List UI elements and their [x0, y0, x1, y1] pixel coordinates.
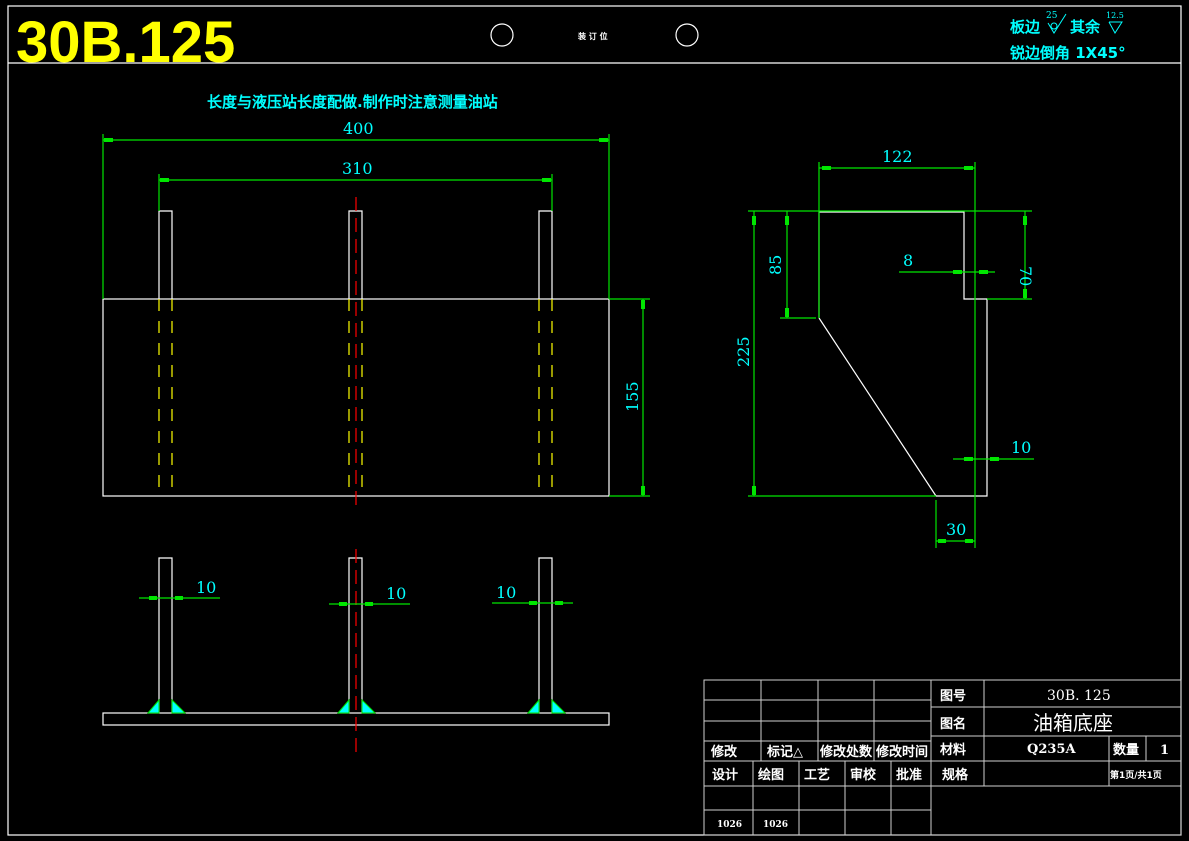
- arrow-icon: [529, 601, 537, 605]
- arrow-icon: [641, 486, 645, 495]
- arrow-icon: [542, 178, 551, 182]
- arrow-icon: [965, 539, 973, 543]
- title-block: [703, 679, 1182, 836]
- roughness-symbol-edge-icon: [1047, 13, 1067, 34]
- weld-symbol-icon: [551, 698, 567, 714]
- binding-hole-left: [490, 23, 514, 47]
- arrow-icon: [938, 539, 946, 543]
- arrow-icon: [785, 216, 789, 225]
- drawing-no: 30B. 125: [1047, 688, 1111, 704]
- arrow-icon: [1023, 289, 1027, 298]
- arrow-icon: [964, 166, 973, 170]
- drawing-number-large: 30B.125: [16, 10, 235, 75]
- arrow-icon: [175, 596, 183, 600]
- arrow-icon: [785, 308, 789, 317]
- header-rev-count: 修改处数: [819, 744, 873, 760]
- arrow-icon: [599, 138, 608, 142]
- surface-note-rest: 其余: [1070, 18, 1101, 36]
- arrow-icon: [1023, 216, 1027, 225]
- arrow-icon: [641, 300, 645, 309]
- quantity: 1: [1160, 743, 1169, 758]
- date-design: 1026: [717, 820, 742, 830]
- weld-symbol-icon: [361, 698, 377, 714]
- arrow-icon: [752, 486, 756, 495]
- arrow-icon: [365, 602, 373, 606]
- dim-10-right: 10: [496, 583, 516, 602]
- dim-310: 310: [342, 159, 373, 178]
- weld-symbol-icon: [336, 698, 350, 714]
- material: Q235A: [1027, 742, 1076, 757]
- dim-225: 225: [734, 336, 753, 367]
- label-quantity: 数量: [1113, 742, 1139, 758]
- dim-122: 122: [882, 147, 913, 166]
- dim-8: 8: [903, 251, 913, 270]
- side-view: 122 225 85 8 70 10: [734, 147, 1035, 548]
- front-view: 400 310 155: [102, 119, 650, 512]
- label-drawing-name: 图名: [940, 716, 966, 732]
- arrow-icon: [964, 457, 973, 461]
- roughness-symbol-rest-icon: [1108, 21, 1123, 34]
- sheet-border: [7, 5, 1182, 836]
- label-drawing-no: 图号: [940, 689, 966, 704]
- arrow-icon: [160, 178, 169, 182]
- dim-85: 85: [766, 255, 785, 275]
- dim-10-side: 10: [1011, 438, 1031, 457]
- arrow-icon: [339, 602, 347, 606]
- header-design: 设计: [712, 767, 738, 783]
- arrow-icon: [555, 601, 563, 605]
- label-spec: 规格: [942, 767, 969, 783]
- arrow-icon: [953, 270, 962, 274]
- front-rib-left: [158, 210, 173, 299]
- plan-rib-right: [538, 557, 553, 713]
- dim-155: 155: [623, 381, 642, 412]
- page-info: 第1页/共1页: [1110, 769, 1162, 781]
- general-note: 长度与液压站长度配做.制作时注意测量油站: [207, 93, 498, 111]
- weld-symbol-icon: [171, 698, 187, 714]
- dim-400: 400: [343, 119, 374, 138]
- header-rev-time: 修改时间: [875, 744, 928, 760]
- plan-view: 10 10 10: [102, 549, 610, 758]
- header-mark: 标记△: [766, 744, 803, 760]
- dim-10-left: 10: [196, 578, 216, 597]
- weld-symbol-icon: [526, 698, 540, 714]
- dim-10-center: 10: [386, 584, 406, 603]
- header-approve: 批准: [896, 767, 922, 783]
- front-rib-right: [538, 210, 553, 299]
- weld-symbol-icon: [146, 698, 160, 714]
- arrow-icon: [752, 216, 756, 225]
- surface-note-edge: 板边: [1010, 18, 1041, 36]
- header-review: 审校: [850, 767, 877, 783]
- label-material: 材料: [940, 742, 966, 758]
- dim-70: 70: [1016, 266, 1035, 286]
- arrow-icon: [149, 596, 157, 600]
- binding-label: 装 订 位: [577, 31, 608, 41]
- surface-value-rest: 12.5: [1106, 11, 1124, 20]
- header-process: 工艺: [804, 767, 830, 783]
- drawing-name: 油箱底座: [1033, 711, 1113, 735]
- binding-hole-right: [675, 23, 699, 47]
- date-drawing: 1026: [763, 820, 788, 830]
- arrow-icon: [104, 138, 113, 142]
- surface-value-edge: 25: [1046, 11, 1058, 21]
- plan-rib-left: [158, 557, 173, 713]
- header-drawing: 绘图: [758, 767, 784, 783]
- arrow-icon: [990, 457, 999, 461]
- chamfer-note: 锐边倒角 1X45°: [1010, 44, 1126, 62]
- arrow-icon: [979, 270, 988, 274]
- dim-30: 30: [946, 520, 966, 539]
- arrow-icon: [822, 166, 831, 170]
- header-revision: 修改: [710, 744, 738, 760]
